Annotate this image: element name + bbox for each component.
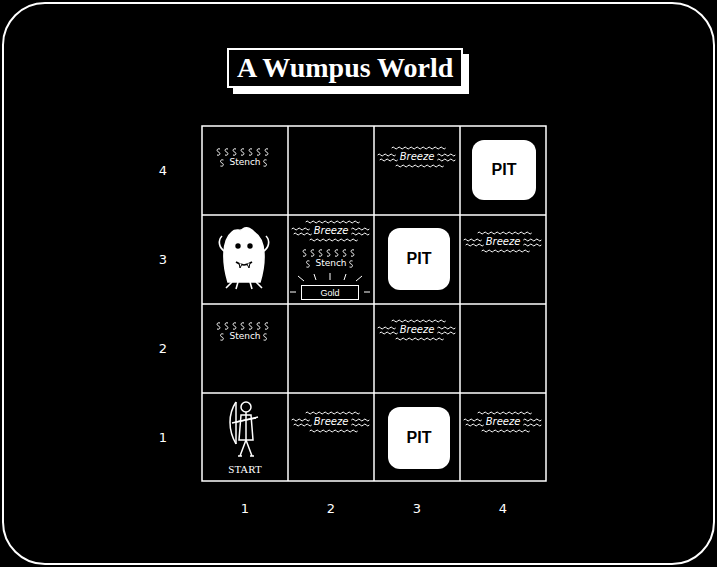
squiggle: [392, 147, 446, 149]
squiggle: [437, 154, 455, 156]
breeze-label: Breeze: [400, 325, 435, 335]
squiggle: [523, 244, 541, 246]
squiggle: [225, 149, 228, 155]
stench-label: Stench: [229, 158, 260, 167]
pit-box: PIT: [472, 140, 536, 200]
squiggle: [392, 320, 446, 322]
squiggle: [319, 250, 322, 256]
grid-coordinate: 3: [159, 253, 167, 266]
squiggle: [220, 334, 223, 340]
squiggle: [311, 250, 314, 256]
squiggle: [257, 323, 260, 329]
squiggle: [351, 419, 369, 421]
squiggle: [351, 233, 369, 235]
grid-coordinate: 4: [499, 502, 507, 515]
squiggle: [217, 149, 220, 155]
squiggle: [380, 332, 398, 334]
squiggle: [396, 338, 444, 340]
squiggle: [257, 149, 260, 155]
squiggle: [233, 149, 236, 155]
squiggle: [327, 250, 330, 256]
grid-coordinate: 2: [159, 342, 167, 355]
squiggle: [241, 149, 244, 155]
squiggle: [464, 239, 482, 241]
squiggle: [233, 323, 236, 329]
squiggle: [249, 323, 252, 329]
squiggle: [306, 412, 360, 414]
stench-label: Stench: [229, 332, 260, 341]
squiggle: [350, 261, 353, 267]
outer-frame: [3, 3, 714, 564]
agent-figure: [230, 402, 258, 456]
squiggle: [294, 233, 312, 235]
squiggle: [217, 323, 220, 329]
squiggle: [396, 165, 444, 167]
squiggle: [292, 228, 310, 230]
squiggle: [343, 250, 346, 256]
pit-text: PIT: [492, 161, 517, 179]
squiggle: [351, 228, 369, 230]
squiggle: [482, 430, 530, 432]
pit-text: PIT: [407, 429, 432, 447]
squiggle: [523, 424, 541, 426]
grid-coordinate: 2: [327, 502, 335, 515]
pit-box: PIT: [388, 228, 450, 290]
squiggle: [225, 323, 228, 329]
squiggle: [294, 424, 312, 426]
squiggle: [264, 334, 267, 340]
wumpus-figure: [219, 228, 268, 289]
squiggle: [437, 327, 455, 329]
grid-coordinate: 4: [159, 164, 167, 177]
gold-text: Gold: [320, 288, 339, 298]
squiggle: [335, 250, 338, 256]
pit-text: PIT: [407, 250, 432, 268]
squiggle: [265, 323, 268, 329]
squiggle: [464, 419, 482, 421]
grid-coordinate: 3: [413, 502, 421, 515]
grid-coordinate: 1: [159, 431, 167, 444]
squiggle: [466, 424, 484, 426]
breeze-label: Breeze: [486, 417, 521, 427]
breeze-label: Breeze: [486, 237, 521, 247]
grid: [202, 126, 546, 481]
breeze-label: Breeze: [314, 417, 349, 427]
squiggle: [303, 250, 306, 256]
squiggle: [220, 160, 223, 166]
gold-bar: Gold: [301, 285, 359, 300]
squiggle: [523, 419, 541, 421]
breeze-label: Breeze: [314, 226, 349, 236]
start-label: START: [228, 464, 261, 475]
squiggle: [437, 332, 455, 334]
breeze-label: Breeze: [400, 152, 435, 162]
squiggle: [482, 250, 530, 252]
squiggle: [478, 232, 532, 234]
squiggle: [241, 323, 244, 329]
pit-box: PIT: [388, 407, 450, 469]
grid-coordinate: 1: [241, 502, 249, 515]
diagram-title: A Wumpus World: [227, 48, 463, 88]
squiggle: [380, 159, 398, 161]
squiggle: [466, 244, 484, 246]
squiggle: [378, 154, 396, 156]
squiggle: [523, 239, 541, 241]
squiggle: [306, 261, 309, 267]
squiggle: [310, 239, 358, 241]
squiggle: [292, 419, 310, 421]
squiggle: [265, 149, 268, 155]
squiggle: [351, 250, 354, 256]
squiggle: [264, 160, 267, 166]
squiggle: [378, 327, 396, 329]
squiggle: [351, 424, 369, 426]
squiggle: [306, 221, 360, 223]
squiggle: [437, 159, 455, 161]
squiggle: [478, 412, 532, 414]
squiggle: [249, 149, 252, 155]
stench-label: Stench: [315, 259, 346, 268]
squiggle: [310, 430, 358, 432]
